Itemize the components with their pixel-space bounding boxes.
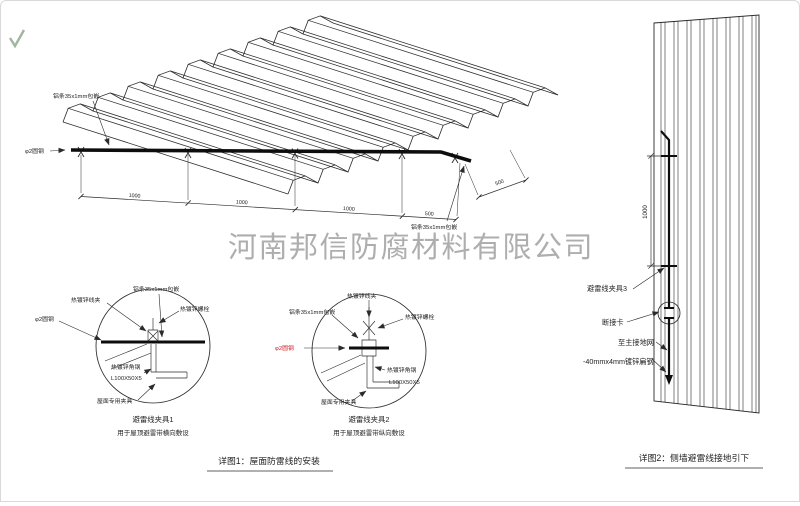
dim-1000-c: 1000: [343, 206, 355, 213]
figure2-caption: 详图2：侧墙避雷线接地引下: [639, 452, 750, 463]
leader-line: [632, 267, 665, 290]
dim-1000-a: 1000: [128, 193, 140, 200]
leader-line: [374, 366, 386, 372]
label-wall-clamp3: 避雷线夹具3: [587, 284, 627, 293]
detail-circle-1: [95, 288, 211, 404]
label-disconnect-card: 断接卡: [602, 318, 624, 327]
label-round-steel: φ2圆钢: [35, 315, 54, 323]
clamp-cross: [362, 320, 376, 336]
clamp-part: [361, 339, 377, 357]
label-flat-steel: -40mmx4mm镀锌扁钢: [583, 357, 654, 366]
disconnect-joint: [664, 307, 674, 319]
wall-clamp-marks: [661, 155, 677, 267]
leader-line: [331, 314, 359, 339]
corrugated-wall: [653, 14, 760, 414]
leader-line: [351, 390, 367, 402]
label-aluminum-strip: 铝条35x1mm包嵌: [133, 285, 179, 293]
label-galv-clamp: 热镀锌线夹: [347, 292, 377, 300]
leader-line: [106, 302, 147, 332]
figure1-caption: 详图1：屋面防雷线的安装: [218, 455, 320, 466]
label-angle-steel: 热镀锌角钢: [111, 363, 141, 371]
leader-line: [137, 383, 156, 401]
roof-sheet-section: [320, 354, 366, 382]
angle-steel-part: [150, 344, 188, 379]
leader-line: [158, 293, 165, 338]
label-aluminum-strip: 铝条35x1mm包嵌: [289, 308, 335, 316]
leader-line: [626, 311, 660, 323]
leader-line: [58, 320, 102, 341]
wall-downlead-assembly: 1000 避雷线夹具3 断接卡 至主接地网 -40mmx4mm镀锌扁钢: [583, 130, 681, 385]
detail1-title: 避雷线夹具1: [132, 415, 173, 424]
detail-circle-2: [311, 293, 427, 409]
ground-arrow: [665, 375, 673, 385]
roof-label-round-steel: φ2圆钢: [25, 147, 44, 155]
label-to-ground-grid: 至主接地网: [618, 338, 654, 347]
roof-label-aluminum-strip: 铝条35x1mm包嵌: [53, 92, 99, 100]
company-watermark: 河南邦信防腐材料有限公司: [228, 231, 594, 264]
label-roof-fixture: 屋面专用夹具: [321, 398, 356, 406]
detail1-subtitle: 用于屋顶避雷带横向敷设: [117, 428, 189, 437]
wall-dim-ticks: [647, 153, 661, 269]
dim-500-side: 500: [494, 179, 504, 188]
angle-steel-part: [366, 356, 400, 389]
leader-line: [143, 368, 152, 375]
detail-view-clamp-2: 铝条35x1mm包嵌 热镀锌线夹 热镀锌螺栓 φ2圆钢 热镀锌角钢 L100X5…: [275, 292, 435, 437]
wall-dim-1000: 1000: [642, 205, 649, 219]
leader-line: [651, 358, 667, 373]
label-round-steel-red: φ2圆钢: [275, 344, 294, 352]
label-angle-steel: 热镀锌角钢: [387, 366, 417, 374]
leader-line: [446, 165, 465, 222]
clamp-cross: [147, 330, 159, 342]
label-angle-spec: L100X50X5: [389, 380, 421, 386]
corner-check-icon: [8, 29, 26, 49]
down-conductor-upper: [660, 130, 671, 302]
label-angle-spec: L100X50X5: [111, 376, 143, 382]
corrugated-roof-sheet: [62, 15, 559, 195]
detail2-subtitle: 用于屋顶避雷带纵向敷设: [333, 428, 405, 437]
label-galv-bolt: 热镀锌螺栓: [405, 313, 435, 321]
detail2-title: 避雷线夹具2: [348, 415, 389, 424]
lightning-wire: [70, 148, 472, 163]
label-galv-bolt: 热镀锌螺栓: [180, 305, 210, 313]
dim-1000-b: 1000: [236, 200, 248, 207]
leader-line: [655, 341, 668, 351]
label-roof-fixture: 屋面专用夹具: [97, 397, 132, 405]
roof-sheet-section: [104, 343, 152, 370]
leader-line: [377, 318, 404, 329]
detail-view-clamp-1: 热镀锌线夹 铝条35x1mm包嵌 热镀锌螺栓 φ2圆钢 热镀锌角钢 L100X5…: [35, 285, 211, 437]
leader-line: [158, 310, 180, 324]
label-galv-clamp: 热镀锌线夹: [71, 296, 101, 304]
leader-line: [92, 100, 110, 146]
roof-label-aluminum-strip-2: 铝条35x1mm包嵌: [411, 223, 457, 231]
leader-line: [49, 147, 66, 154]
dim-500: 500: [425, 211, 434, 218]
